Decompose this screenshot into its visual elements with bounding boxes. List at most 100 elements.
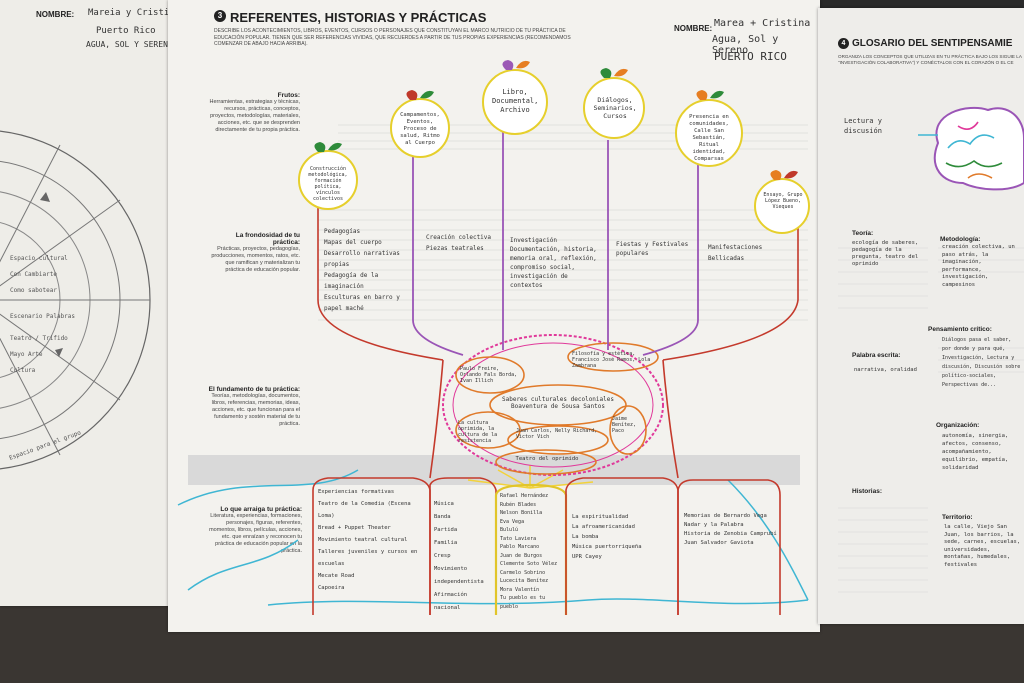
text-palabra: narrativa, oralidad xyxy=(854,367,917,373)
section-number-badge: 3 xyxy=(214,10,226,22)
fruit-6: Ensayo, Grupo López Bueno, Vieques xyxy=(763,192,803,210)
root-item: Eva Vega xyxy=(500,518,525,525)
branch-item: Investigación xyxy=(510,237,557,244)
glossary-note: Lectura y discusión xyxy=(844,117,882,135)
root-item: Música puertorriqueña xyxy=(572,544,642,550)
root-item: La bomba xyxy=(572,534,599,540)
root-item: Teatro de la Comedia (Escena Loma) xyxy=(318,501,411,519)
tree-illustration xyxy=(177,60,810,615)
right-poster-sheet: 4 GLOSARIO DEL SENTIPENSAMIE ORGANIZA LO… xyxy=(818,8,1024,624)
fruit-2: Campamentos, Eventos, Proceso de salud, … xyxy=(400,112,440,146)
left-poster-sheet: NOMBRE: Mareia y Cristina Puerto Rico AG… xyxy=(0,0,192,606)
branch-item: Esculturas en barro y papel maché xyxy=(324,294,400,312)
label-organizacion: Organización: xyxy=(936,422,980,429)
root-item: Juan de Burgos xyxy=(500,552,543,559)
circle-diagram: Espacio cultural Con Cambiarte Como sabo… xyxy=(0,130,151,470)
fruit-3: Libro, Documental, Archivo xyxy=(492,88,539,114)
root-item: Banda xyxy=(434,514,451,520)
svg-text:Escenario Palabras: Escenario Palabras xyxy=(10,313,75,320)
trunk-teatro: Teatro del oprimido xyxy=(515,456,579,462)
label-palabra: Palabra escrita: xyxy=(852,352,901,359)
root-item: Clemente Soto Vélez xyxy=(500,561,558,567)
root-item: Partida xyxy=(434,527,458,533)
root-column-1: Experiencias formativas Teatro de la Com… xyxy=(318,486,426,594)
section-arraiga: Lo que arraiga tu práctica: Literatura, … xyxy=(202,506,302,555)
svg-text:Como sabotear: Como sabotear xyxy=(10,287,57,294)
svg-text:Cultura: Cultura xyxy=(10,367,36,374)
svg-text:Con Cambiarte: Con Cambiarte xyxy=(10,271,57,278)
subtitle-value: AGUA, SOL Y SERENO xyxy=(86,40,173,49)
trunk-item: Boaventura de Sousa Santos xyxy=(511,403,605,410)
root-item: Nelson Bonilla xyxy=(500,510,543,516)
root-item: Tato Laviera xyxy=(500,535,537,542)
root-item: Tu pueblo es tu pueblo xyxy=(500,595,546,610)
root-item: Talleres juveniles y cursos en escuelas xyxy=(318,549,418,567)
root-item: Cresp xyxy=(434,553,451,559)
section-desc: Teorías, metodologías, documentos, libro… xyxy=(211,393,300,427)
text-metodologia: creación colectiva, un paso atrás, la im… xyxy=(942,244,1015,288)
branch-fiestas: Fiestas y Festivales populares xyxy=(616,241,689,257)
place-main: PUERTO RICO xyxy=(714,50,787,63)
fruit-5: Presencia en comunidades, Calle San Seba… xyxy=(689,114,729,162)
glossary-title: GLOSARIO DEL SENTIPENSAMIE xyxy=(852,38,1013,49)
root-item: Mora Valentín xyxy=(500,586,540,593)
branch-item: Pedagogías xyxy=(324,228,361,235)
root-item: Historia de Zenobia Camprubí xyxy=(684,531,777,537)
text-territorio: la calle, Viejo San Juan, los barrios, l… xyxy=(944,524,1021,568)
root-item: Familia xyxy=(434,540,458,546)
text-organizacion: autonomía, sinergia, afectos, consenso, … xyxy=(942,433,1009,471)
root-item: Rafael Hernández xyxy=(500,493,549,499)
root-column-3: Rafael Hernández Rubén Blades Nelson Bon… xyxy=(500,492,564,611)
root-item: Música xyxy=(434,501,454,507)
subtitle-main: Agua, Sol y Sereno xyxy=(712,34,779,56)
section-desc: Literatura, experiencias, formaciones, p… xyxy=(209,513,302,554)
root-item: Bread + Puppet Theater xyxy=(318,525,391,531)
label-pensamiento: Pensamiento crítico: xyxy=(928,326,992,333)
root-item: La espiritualidad xyxy=(572,514,629,520)
section-frutos: Frutos: Herramientas, estrategias y técn… xyxy=(208,92,300,134)
name-label: NOMBRE: xyxy=(36,10,75,19)
section-frondosidad: La frondosidad de tu práctica: Prácticas… xyxy=(208,232,300,274)
root-item: Pablo Marcano xyxy=(500,544,540,550)
branch-item: Documentación, historia, memoria oral, r… xyxy=(510,246,597,289)
root-item: Mecate Road xyxy=(318,573,355,579)
root-item: UPR Cayey xyxy=(572,554,602,560)
root-item: La afroamericanidad xyxy=(572,524,635,530)
trunk-cultura: La cultura oprimida, la cultura de la re… xyxy=(458,420,498,444)
branch-item: Manifestaciones xyxy=(708,244,763,251)
name-label-main: NOMBRE: xyxy=(674,24,713,33)
root-item: Movimiento teatral cultural xyxy=(318,537,408,543)
trunk-item: Saberes culturales decoloniales xyxy=(502,396,614,403)
section-desc: Herramientas, estrategias y técnicas, re… xyxy=(209,99,300,133)
branch-pedagogias: Pedagogías Mapas del cuerpo Desarrollo n… xyxy=(324,226,408,314)
root-item: Juan Salvador Gaviota xyxy=(684,540,754,546)
svg-text:Teatro / Trifido: Teatro / Trifido xyxy=(10,335,68,342)
trunk-freire: Paulo Freire, Orlando Fals Borda, Ivan I… xyxy=(460,366,518,384)
root-item: Afirmación nacional xyxy=(434,592,468,611)
root-item: Lucecita Benítez xyxy=(500,578,549,584)
section-fundamento: El fundamento de tu práctica: Teorías, m… xyxy=(208,386,300,428)
section-title: Frutos: xyxy=(277,92,300,99)
root-item: Rubén Blades xyxy=(500,501,537,508)
place-value: Puerto Rico xyxy=(96,26,156,36)
label-teoria: Teoría: xyxy=(852,230,874,237)
root-item: Memorias de Bernardo Vega xyxy=(684,513,767,519)
branch-item: Pedagogía de la imaginación xyxy=(324,272,379,290)
label-metodologia: Metodología: xyxy=(940,236,981,243)
root-item: Movimiento independentista xyxy=(434,566,484,585)
section-title: Lo que arraiga tu práctica: xyxy=(220,506,302,513)
section-title: La frondosidad de tu práctica: xyxy=(235,232,300,246)
root-item: Experiencias formativas xyxy=(318,489,395,495)
svg-text:Mayo Arte: Mayo Arte xyxy=(10,351,43,358)
root-column-2: Música Banda Partida Familia Cresp Movim… xyxy=(434,498,494,615)
root-item: Carmelo Sobrino xyxy=(500,569,546,576)
text-teoria: ecología de saberes, pedagogía de la pre… xyxy=(852,240,919,267)
trunk-jaime: Jaime Benítez, Paco xyxy=(612,416,637,434)
root-column-5: Memorias de Bernardo Vega Nadar y la Pal… xyxy=(684,512,778,548)
branch-manifestaciones: Manifestaciones Bellicadas xyxy=(708,242,792,264)
branch-creacion: Creación colectiva Piezas teatrales xyxy=(426,232,500,254)
root-item: Capoeira xyxy=(318,585,345,591)
branch-investigacion: Investigación Documentación, historia, m… xyxy=(510,236,602,290)
branch-item: Bellicadas xyxy=(708,255,745,262)
root-column-4: La espiritualidad La afroamericanidad La… xyxy=(572,512,676,562)
